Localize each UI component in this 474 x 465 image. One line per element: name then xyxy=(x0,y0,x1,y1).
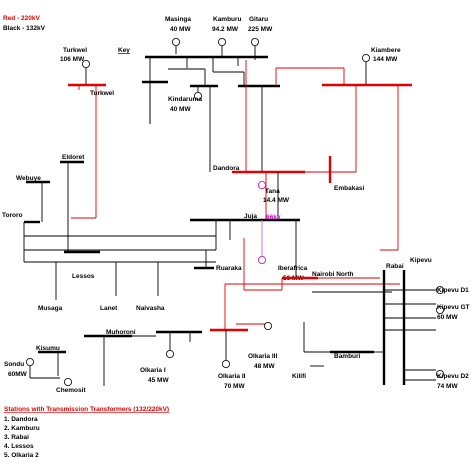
note-item: 1. Dandora xyxy=(4,416,38,423)
station-kiambere-mw: 144 MW xyxy=(373,56,398,63)
station-olkaria2-mw: 70 MW xyxy=(224,383,245,390)
generator-kipevu-gt xyxy=(435,305,444,314)
legend-220kv: Red - 220kV xyxy=(3,15,41,22)
generator-gitaru xyxy=(250,38,259,47)
key-label: Key xyxy=(118,47,130,54)
station-muhoroni: Muhoroni xyxy=(106,329,136,336)
station-tana: Tana xyxy=(265,188,280,195)
station-eldoret: Eldoret xyxy=(62,154,85,161)
station-embakasi: Embakasi xyxy=(334,185,365,192)
station-nairobi-north: Nairobi North xyxy=(312,271,354,278)
generator-tana xyxy=(257,180,266,189)
station-kipevu-gt-mw: 60 MW xyxy=(437,314,458,321)
note-item: 3. Rabai xyxy=(4,434,29,441)
station-turkwel-gen-mw: 106 MW xyxy=(60,56,85,63)
station-gitaru-mw: 225 MW xyxy=(248,26,273,33)
station-kipevu: Kipevu xyxy=(410,257,432,264)
station-kamburu-gen: Kamburu xyxy=(213,16,242,23)
station-turkwel-gen: Turkwel xyxy=(63,47,87,54)
station-masinga: Masinga xyxy=(165,16,191,23)
generator-kiambere xyxy=(361,54,370,63)
generator-iberafrica xyxy=(257,255,266,264)
station-lanet: Lanet xyxy=(100,305,118,312)
legend-132kv: Black - 132kV xyxy=(3,25,46,32)
station-kipevu-gt: Kipevu GT xyxy=(437,304,470,311)
station-kipevu-d2: Kipevu D2 xyxy=(437,373,469,380)
station-turkwel-bus: Turkwel xyxy=(90,90,114,97)
station-tana-mw: 14.4 MW xyxy=(263,197,290,204)
note-item: 4. Lessos xyxy=(4,443,34,450)
label-66kv: 66kv xyxy=(266,214,281,221)
station-ruaraka: Ruaraka xyxy=(216,265,242,272)
station-olkaria3-mw: 48 MW xyxy=(254,363,275,370)
generator-kindaruma xyxy=(193,92,202,101)
generator-kipevu-d2 xyxy=(435,369,444,378)
station-olkaria1-mw: 45 MW xyxy=(148,377,169,384)
station-gitaru: Gitaru xyxy=(249,16,268,23)
station-rabai: Rabai xyxy=(386,263,404,270)
station-chemosit: Chemosit xyxy=(56,387,86,394)
station-kindaruma-mw: 40 MW xyxy=(170,106,191,113)
station-kamburu-gen-mw: 94.2 MW xyxy=(212,26,239,33)
station-lessos: Lessos xyxy=(72,273,95,280)
station-iberafrica: Iberafrica xyxy=(278,265,308,272)
generator-kamburu xyxy=(217,38,226,47)
station-sondu: Sondu xyxy=(4,361,24,368)
generator-turkwel xyxy=(82,60,91,69)
station-olkaria2: Olkaria II xyxy=(218,373,246,380)
station-naivasha: Naivasha xyxy=(136,305,165,312)
generator-olkaria2 xyxy=(221,359,230,368)
generator-masinga xyxy=(171,38,180,47)
station-tororo: Tororo xyxy=(2,212,22,219)
notes-title: Stations with Transmission Transformers … xyxy=(4,406,169,413)
station-dandora: Dandora xyxy=(213,165,240,172)
note-item: 5. Olkaria 2 xyxy=(4,452,39,459)
generator-chemosit xyxy=(64,377,73,386)
station-kisumu: Kisumu xyxy=(36,345,60,352)
generator-olkaria1 xyxy=(165,349,174,358)
station-kipevu-d1: Kipevu D1 xyxy=(437,287,469,294)
note-item: 2. Kamburu xyxy=(4,425,40,432)
station-bamburi: Bamburi xyxy=(334,353,361,360)
station-olkaria1: Olkaria I xyxy=(140,367,166,374)
generator-kipevu-d1 xyxy=(435,285,444,294)
station-kipevu-d2-mw: 74 MW xyxy=(437,383,458,390)
station-kiambere: Kiambere xyxy=(371,47,401,54)
station-olkaria3: Olkaria III xyxy=(248,353,277,360)
generator-sondu xyxy=(25,357,34,366)
station-musaga: Musaga xyxy=(38,305,63,312)
station-webuye: Webuye xyxy=(16,175,41,182)
station-masinga-mw: 40 MW xyxy=(170,26,191,33)
station-sondu-mw: 60MW xyxy=(8,371,28,378)
generator-olkaria3 xyxy=(263,321,272,330)
station-kindaruma: Kindaruma xyxy=(168,96,202,103)
station-juja: Juja xyxy=(244,213,257,220)
station-kilifi: Kilifi xyxy=(292,373,306,380)
